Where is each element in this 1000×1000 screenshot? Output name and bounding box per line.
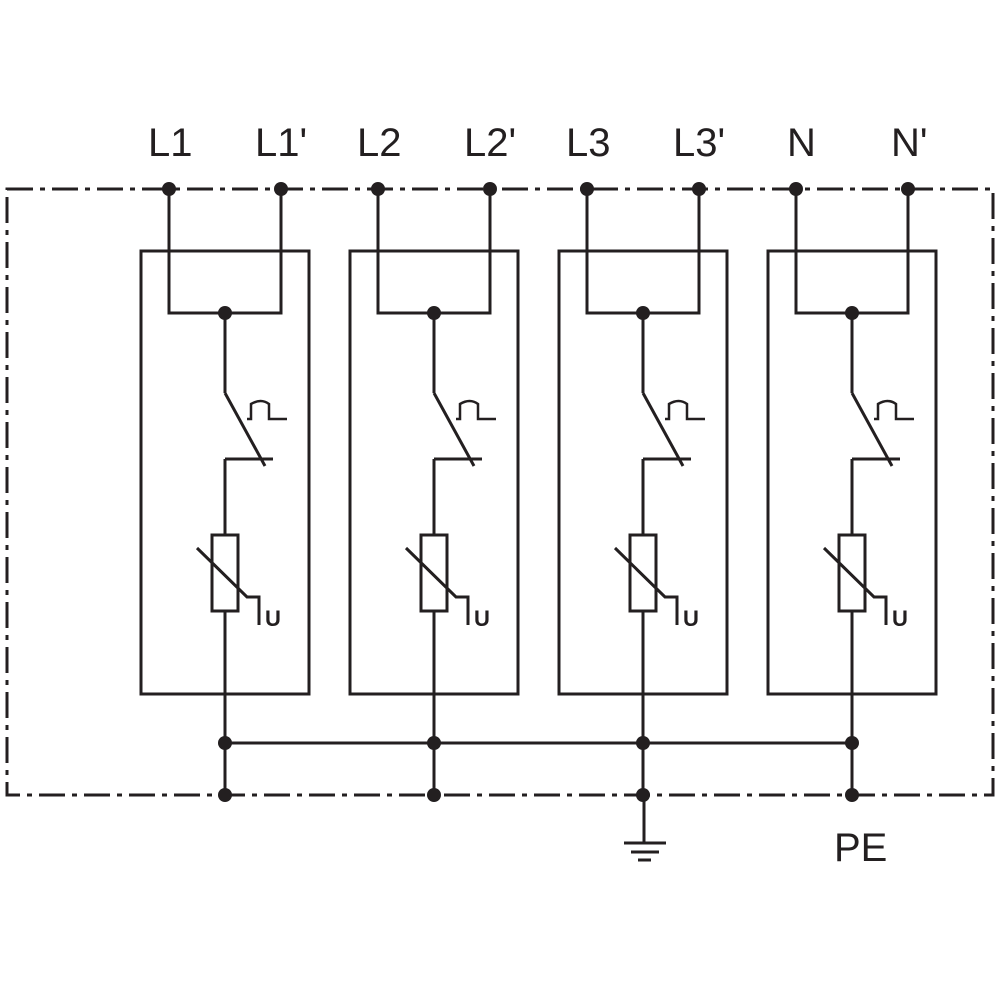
module-1: L1 L1' U <box>139 121 311 802</box>
varistor-icon <box>195 533 261 625</box>
enclosure-border <box>5 187 995 797</box>
bottom-terminal-dot <box>218 788 232 802</box>
varistor-icon <box>822 533 888 625</box>
terminal-out-label: L1' <box>255 121 307 165</box>
module-2: L2 L2' U <box>348 121 520 802</box>
thermal-switch-icon <box>850 313 914 467</box>
thermal-switch-icon <box>432 313 496 467</box>
terminal-out-label: N' <box>891 121 928 165</box>
module-4: N N' U <box>766 121 938 802</box>
terminal-in-label: L1 <box>148 121 193 165</box>
thermal-switch-icon <box>223 313 287 467</box>
terminal-out-label: L3' <box>673 121 725 165</box>
varistor-icon <box>404 533 470 625</box>
varistor-label: U <box>265 606 281 631</box>
bottom-terminal-dot <box>845 788 859 802</box>
varistor-icon <box>613 533 679 625</box>
varistor-label: U <box>474 606 490 631</box>
bottom-terminal-dot <box>427 788 441 802</box>
terminal-in-label: N <box>787 121 816 165</box>
terminal-in-label: L3 <box>566 121 611 165</box>
module-3: L3 L3' U <box>557 121 729 802</box>
thermal-switch-icon <box>641 313 705 467</box>
earth-ground-icon <box>624 795 666 862</box>
varistor-label: U <box>683 606 699 631</box>
terminal-out-label: L2' <box>464 121 516 165</box>
terminal-in-label: L2 <box>357 121 402 165</box>
varistor-label: U <box>892 606 908 631</box>
modules: L1 L1' U L2 L2' U L3 L3' U N N' U <box>139 121 938 802</box>
pe-label: PE <box>834 826 887 870</box>
